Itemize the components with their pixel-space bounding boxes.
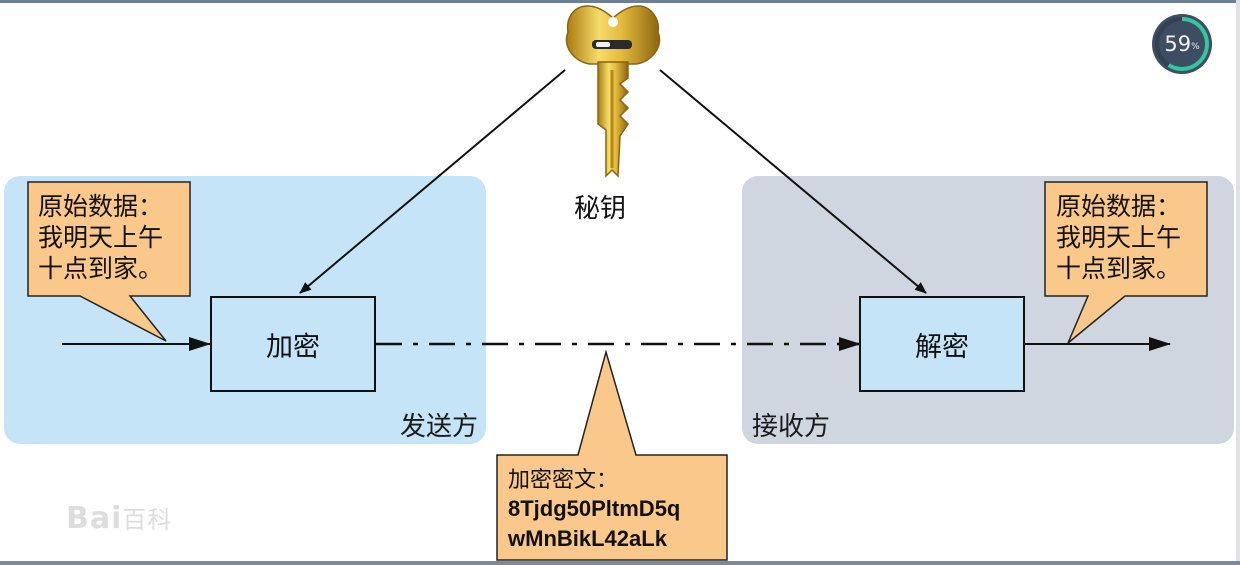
baidu-watermark: Bai百科 [66, 500, 172, 536]
ciphertext-code: 8Tjdg50PltmD5q wMnBikL42aLk [508, 496, 681, 551]
ciphertext-label: 加密密文： [508, 468, 619, 493]
plaintext-right-text: 原始数据： 我明天上午 十点到家。 [1056, 192, 1182, 283]
window-bottom-border [0, 561, 1240, 565]
sender-zone-label: 发送方 [400, 412, 479, 442]
progress-value: 59% [1152, 14, 1212, 74]
window-top-border [0, 0, 1240, 3]
key-to-encrypt-arrow [299, 69, 566, 294]
progress-unit: % [1191, 42, 1200, 52]
progress-indicator [1152, 14, 1212, 74]
key-label: 秘钥 [574, 194, 627, 224]
plaintext-callout-left [27, 181, 191, 342]
receiver-zone-label: 接收方 [752, 412, 831, 442]
watermark-brand: Bai [66, 501, 123, 536]
window-right-border [1236, 0, 1240, 565]
watermark-product: 百科 [122, 506, 173, 534]
ciphertext-callout [496, 349, 728, 561]
encrypt-box-label: 加密 [266, 331, 320, 363]
key-icon [565, 5, 661, 178]
progress-number: 59 [1164, 32, 1192, 56]
decrypt-box-label: 解密 [915, 331, 969, 363]
plaintext-left-text: 原始数据： 我明天上午 十点到家。 [38, 192, 164, 283]
key-to-decrypt-arrow [659, 69, 927, 294]
plaintext-callout-right [1044, 181, 1208, 344]
decrypt-box: 解密 [859, 296, 1025, 392]
encrypt-box: 加密 [210, 296, 376, 392]
